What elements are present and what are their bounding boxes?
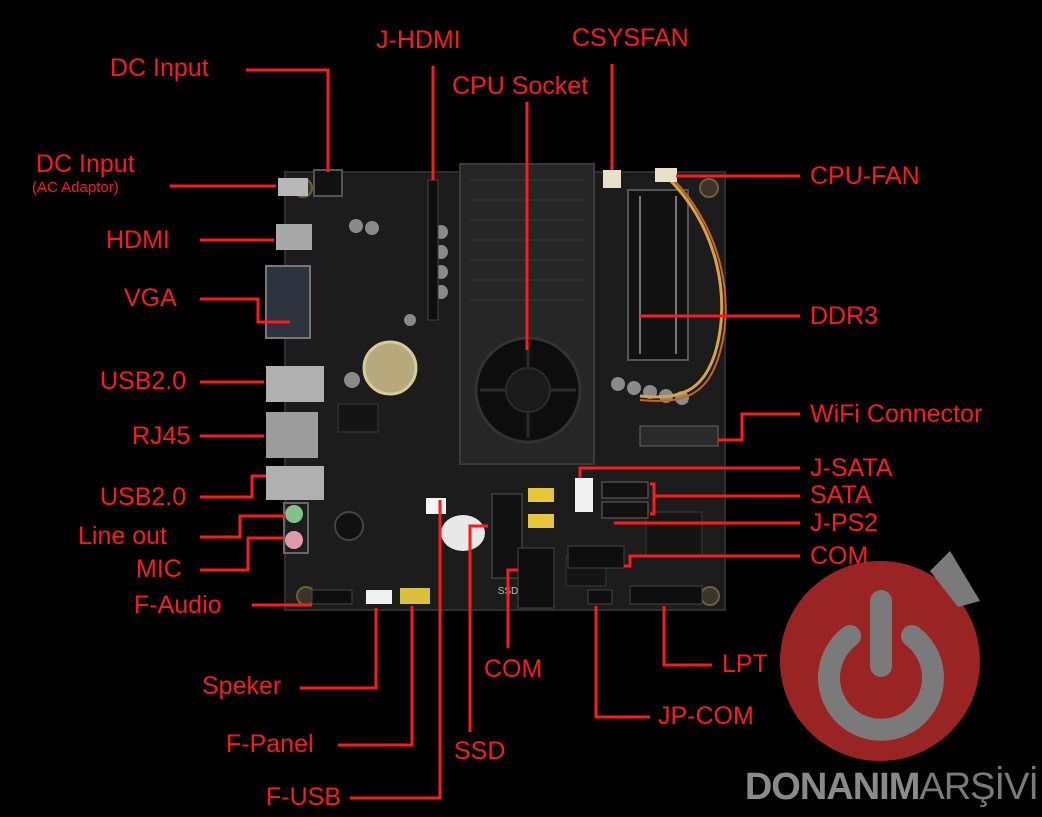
leader-ssd	[468, 524, 488, 732]
leader-speker	[300, 608, 378, 690]
leader-j-sata	[578, 466, 800, 478]
label-j-hdmi: J-HDMI	[376, 26, 461, 54]
label-hdmi: HDMI	[106, 226, 170, 254]
leader-dc-input	[246, 68, 330, 172]
fan-wire	[639, 177, 727, 402]
watermark-brand-light: ARŞİVİ	[919, 766, 1039, 808]
audio-jack-pink	[285, 531, 303, 549]
label-j-sata: J-SATA	[810, 454, 893, 482]
leader-com-right	[624, 554, 800, 568]
leader-lpt	[662, 606, 712, 667]
dc-jack	[278, 178, 308, 196]
label-ac-adaptor: (AC Adaptor)	[32, 179, 119, 196]
speker-header	[366, 590, 392, 604]
fan-wire	[639, 176, 724, 399]
label-sata: SATA	[810, 481, 872, 509]
capacitor	[344, 372, 360, 388]
lpt-header	[629, 585, 703, 605]
leader-wifi	[718, 412, 800, 442]
label-ddr3: DDR3	[810, 302, 879, 330]
label-cpu-socket: CPU Socket	[452, 72, 589, 100]
label-f-panel: F-Panel	[226, 730, 314, 758]
capacitor	[349, 219, 363, 233]
chip	[645, 511, 703, 557]
watermark-tab	[930, 551, 980, 607]
label-csysfan: CSYSFAN	[572, 24, 689, 52]
buzzer	[334, 511, 364, 541]
cmos-battery	[362, 340, 418, 396]
label-ssd: SSD	[454, 737, 506, 765]
leader-jp-com	[594, 606, 650, 719]
ddr3-slot	[627, 189, 689, 361]
leader-vga	[200, 297, 290, 324]
leader-mic	[200, 536, 284, 572]
capacitor	[627, 381, 641, 395]
power-connector	[313, 169, 343, 197]
csysfan-header	[603, 170, 621, 188]
sata-connector	[601, 481, 649, 499]
label-usb20-top: USB2.0	[100, 367, 187, 395]
audio-jack-green	[285, 505, 303, 523]
leader-f-panel	[338, 606, 414, 747]
com-header-bottom	[517, 547, 555, 609]
label-f-audio: F-Audio	[134, 591, 222, 619]
label-wifi-connector: WiFi Connector	[810, 400, 983, 428]
label-usb20-bottom: USB2.0	[100, 483, 187, 511]
mount-hole	[700, 586, 720, 606]
mount-hole	[699, 178, 719, 198]
chip	[337, 403, 379, 433]
capacitor	[365, 221, 379, 235]
label-f-usb: F-USB	[266, 783, 341, 811]
label-mic: MIC	[136, 555, 182, 583]
cpu-fan-hub	[505, 367, 551, 413]
vga-port	[265, 265, 311, 339]
usb-port-top	[266, 366, 324, 402]
capacitor	[611, 377, 625, 391]
cpufan-header	[655, 168, 677, 182]
leader-sata	[650, 482, 800, 516]
label-rj45: RJ45	[132, 422, 191, 450]
watermark-brand-bold: DONANIM	[744, 766, 921, 808]
f-audio-header	[311, 589, 353, 605]
jp-com-header	[587, 589, 613, 605]
label-speker: Speker	[202, 672, 282, 700]
usb-port-bottom	[266, 466, 324, 500]
power-icon	[818, 625, 944, 741]
label-j-ps2: J-PS2	[810, 509, 879, 537]
leader-line-out	[200, 514, 286, 539]
label-dc-input: DC Input	[110, 54, 209, 82]
label-jp-com: JP-COM	[658, 702, 754, 730]
label-line-out: Line out	[78, 522, 167, 550]
j-hdmi-header	[427, 179, 439, 321]
watermark-brand: DONANIMARŞİVİ	[744, 766, 1039, 809]
label-cpu-fan: CPU-FAN	[810, 162, 920, 190]
jack-block	[283, 502, 309, 554]
label-vga: VGA	[124, 284, 177, 312]
white-tab	[426, 498, 446, 514]
capacitor	[404, 314, 416, 326]
rj45-port	[266, 412, 318, 458]
f-panel-header	[400, 588, 430, 604]
j-sata-header	[575, 478, 593, 512]
white-sticker	[441, 515, 485, 551]
label-com-bottom: COM	[484, 655, 543, 683]
label-dc-input-ac: DC Input	[36, 150, 135, 178]
wifi-slot	[639, 425, 719, 447]
com-header-right	[567, 545, 625, 569]
leader-f-usb	[350, 500, 442, 800]
leader-usb20-bottom	[200, 474, 266, 499]
yellow-header	[528, 488, 554, 502]
sata-connector	[601, 501, 649, 519]
hdmi-port	[276, 224, 312, 250]
watermark-logo	[780, 551, 980, 761]
leader-com-bottom	[506, 568, 518, 648]
ssd-slot	[491, 493, 523, 579]
label-lpt: LPT	[722, 650, 768, 678]
yellow-header	[528, 514, 554, 528]
